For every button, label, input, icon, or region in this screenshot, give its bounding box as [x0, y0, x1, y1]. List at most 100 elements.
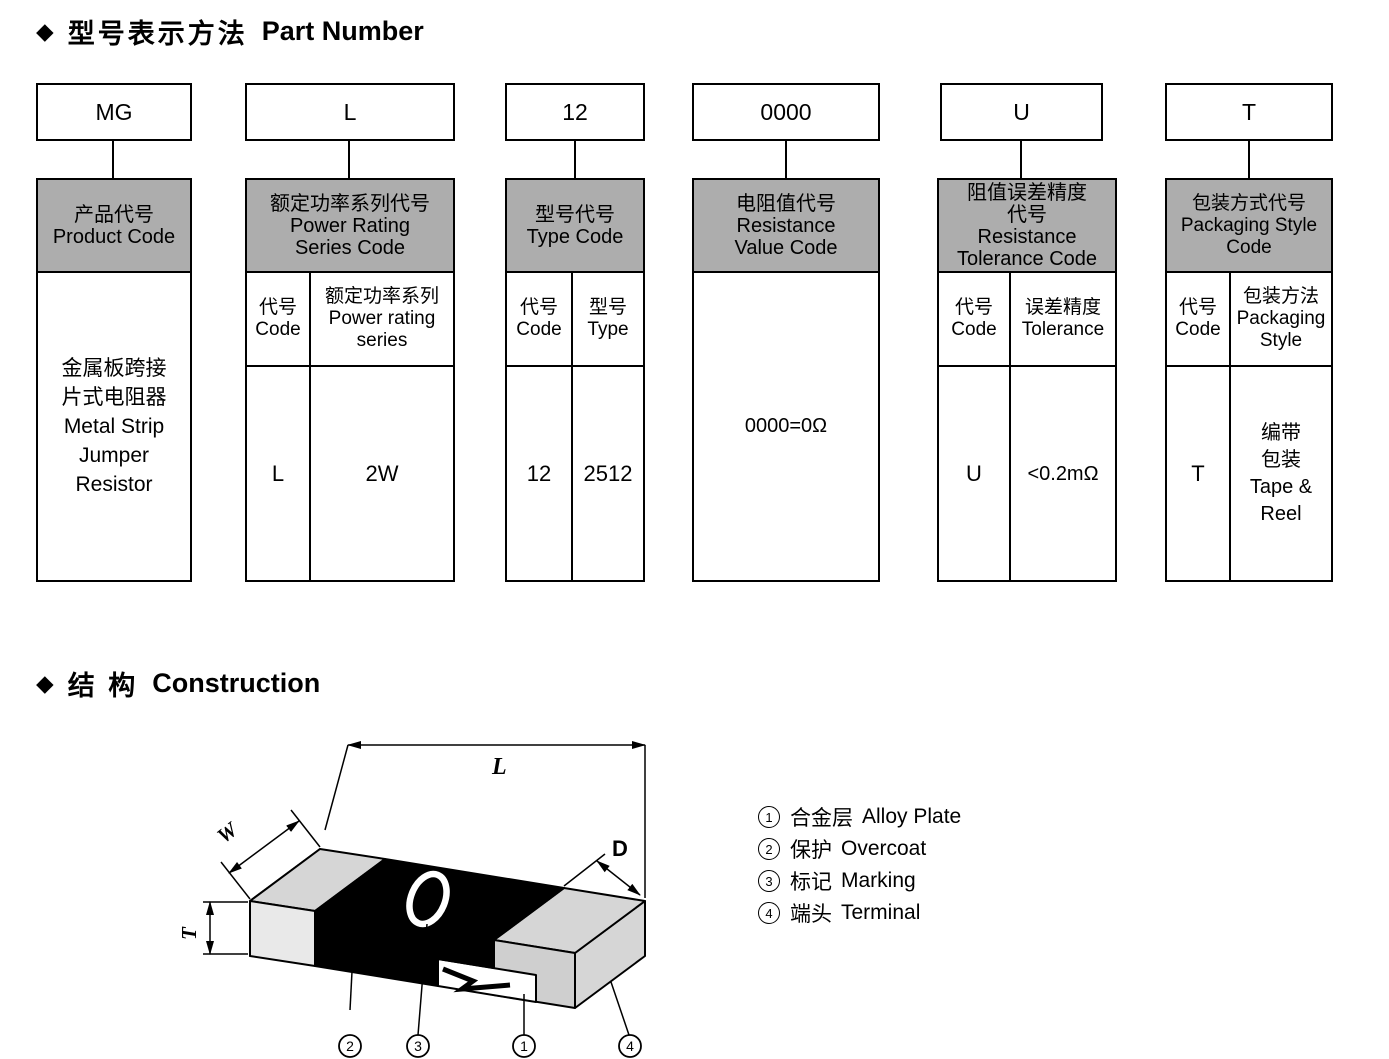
legend-label-zh: 保护	[790, 839, 832, 862]
dimension-lines	[203, 741, 646, 955]
legend-label-en: Terminal	[841, 901, 921, 924]
power-series-cell: 2W	[311, 367, 453, 580]
header-line: Type Code	[526, 225, 624, 248]
legend-label-zh: 合金层	[790, 807, 853, 830]
construction-legend: 1 合金层 Alloy Plate 2 保护 Overcoat 3 标记 Mar…	[758, 801, 961, 929]
header-line: Code	[516, 319, 562, 340]
callout-line-marking	[417, 923, 428, 1036]
header-line: Tolerance	[1021, 319, 1105, 340]
header-line: 型号代号	[535, 203, 615, 226]
type-code-column: 代号 Code 12	[507, 273, 571, 580]
description-line: Jumper	[78, 444, 150, 467]
packaging-style-column: 包装方法 Packaging Style 编带 包装 Tape & Reel	[1229, 273, 1331, 580]
type-code-cell: 12	[507, 367, 571, 580]
header-line: 额定功率系列代号	[270, 192, 430, 215]
callout-number: 3	[414, 1038, 422, 1054]
header-line: Series Code	[294, 236, 406, 259]
callout-numbers: 2 3 1 4	[338, 1034, 642, 1058]
construction-diagram: L W T D 2 3 1 4	[177, 741, 646, 1058]
dim-extension-line	[290, 809, 321, 848]
legend-item-marking: 3 标记 Marking	[758, 865, 961, 897]
diamond-bullet-icon: ◆	[36, 670, 54, 696]
construction-title-zh: 结 构	[67, 671, 139, 701]
header-power-rating: 额定功率系列代号 Power Rating Series Code	[245, 178, 455, 271]
connector-line-product	[112, 141, 114, 178]
code-box-power: L	[245, 83, 455, 141]
type-code-column-header: 代号 Code	[507, 273, 571, 367]
legend-item-overcoat: 2 保护 Overcoat	[758, 833, 961, 865]
code-value-resistance: 0000	[760, 98, 812, 125]
header-line: 产品代号	[74, 203, 154, 226]
callout-number: 2	[346, 1038, 354, 1054]
dim-label-W: W	[212, 817, 243, 848]
dim-extension-line	[324, 744, 349, 831]
cell-value-line: 编带	[1261, 421, 1301, 444]
marking-oval	[406, 870, 450, 928]
power-code-cell: L	[247, 367, 309, 580]
dim-line-D	[596, 860, 641, 896]
resistance-value-box: 0000=0Ω	[692, 271, 880, 582]
header-line: 代号	[519, 297, 558, 318]
header-line: Resistance	[977, 225, 1077, 248]
header-line: series	[356, 330, 408, 351]
legend-label-zh: 端头	[790, 903, 832, 926]
construction-title-en: Construction	[152, 668, 321, 698]
packaging-style-cell: 编带 包装 Tape & Reel	[1231, 367, 1331, 580]
product-description-box: 金属板跨接 片式电阻器 Metal Strip Jumper Resistor	[36, 271, 192, 582]
tolerance-column-header: 误差精度 Tolerance	[1011, 273, 1115, 367]
header-tolerance-code: 阻值误差精度 代号 Resistance Tolerance Code	[937, 178, 1117, 271]
header-line: Tolerance Code	[956, 247, 1098, 270]
alloy-plate-section-line	[442, 966, 511, 993]
header-line: 代号	[1178, 297, 1217, 318]
power-rating-table: 代号 Code L 额定功率系列 Power rating series 2W	[245, 271, 455, 582]
header-line: 代号	[1007, 203, 1047, 226]
code-value-product: MG	[95, 98, 133, 125]
header-line: Code	[1175, 319, 1221, 340]
legend-item-alloy-plate: 1 合金层 Alloy Plate	[758, 801, 961, 833]
code-box-packaging: T	[1165, 83, 1333, 141]
header-line: Type	[587, 319, 629, 340]
circled-number-icon: 4	[758, 902, 780, 924]
power-code-column: 代号 Code L	[247, 273, 309, 580]
header-line: 电阻值代号	[736, 192, 836, 215]
legend-label-en: Marking	[841, 869, 916, 892]
header-product-code: 产品代号 Product Code	[36, 178, 192, 271]
callout-circle	[512, 1034, 536, 1058]
callout-circle	[618, 1034, 642, 1058]
type-code-table: 代号 Code 12 型号 Type 2512	[505, 271, 645, 582]
code-value-type: 12	[562, 98, 588, 125]
header-line: Power rating	[328, 308, 436, 329]
power-code-column-header: 代号 Code	[247, 273, 309, 367]
cell-value-line: Tape &	[1249, 475, 1313, 498]
code-box-resistance: 0000	[692, 83, 880, 141]
overcoat-front-face	[314, 910, 495, 987]
dim-line-W	[228, 820, 300, 874]
header-line: Product Code	[52, 225, 176, 248]
header-line: Style	[1259, 330, 1303, 351]
dim-extension-line	[220, 861, 251, 900]
tolerance-code-column-header: 代号 Code	[939, 273, 1009, 367]
description-line: Resistor	[75, 473, 153, 496]
header-type-code: 型号代号 Type Code	[505, 178, 645, 271]
dim-label-T: T	[177, 926, 201, 940]
header-resistance-value: 电阻值代号 Resistance Value Code	[692, 178, 880, 271]
cell-value: 2512	[583, 460, 633, 486]
dim-extension-line	[563, 853, 606, 887]
packaging-code-column-header: 代号 Code	[1167, 273, 1229, 367]
power-series-column-header: 额定功率系列 Power rating series	[311, 273, 453, 367]
connector-line-type	[574, 141, 576, 178]
dim-label-L: L	[491, 754, 507, 780]
legend-label-en: Alloy Plate	[862, 805, 962, 828]
callout-line-overcoat	[349, 913, 356, 1011]
part-number-title-zh: 型号表示方法	[67, 19, 248, 49]
circled-number-icon: 3	[758, 870, 780, 892]
header-line: 包装方法	[1242, 286, 1319, 307]
header-line: Power Rating	[289, 214, 411, 237]
cell-value: L	[271, 460, 285, 486]
header-line: 包装方式代号	[1191, 192, 1306, 214]
header-line: 代号	[954, 297, 993, 318]
connector-line-resistance	[785, 141, 787, 178]
code-value-tolerance: U	[1013, 98, 1030, 125]
construction-section-title: ◆ 结 构 Construction	[36, 664, 320, 703]
